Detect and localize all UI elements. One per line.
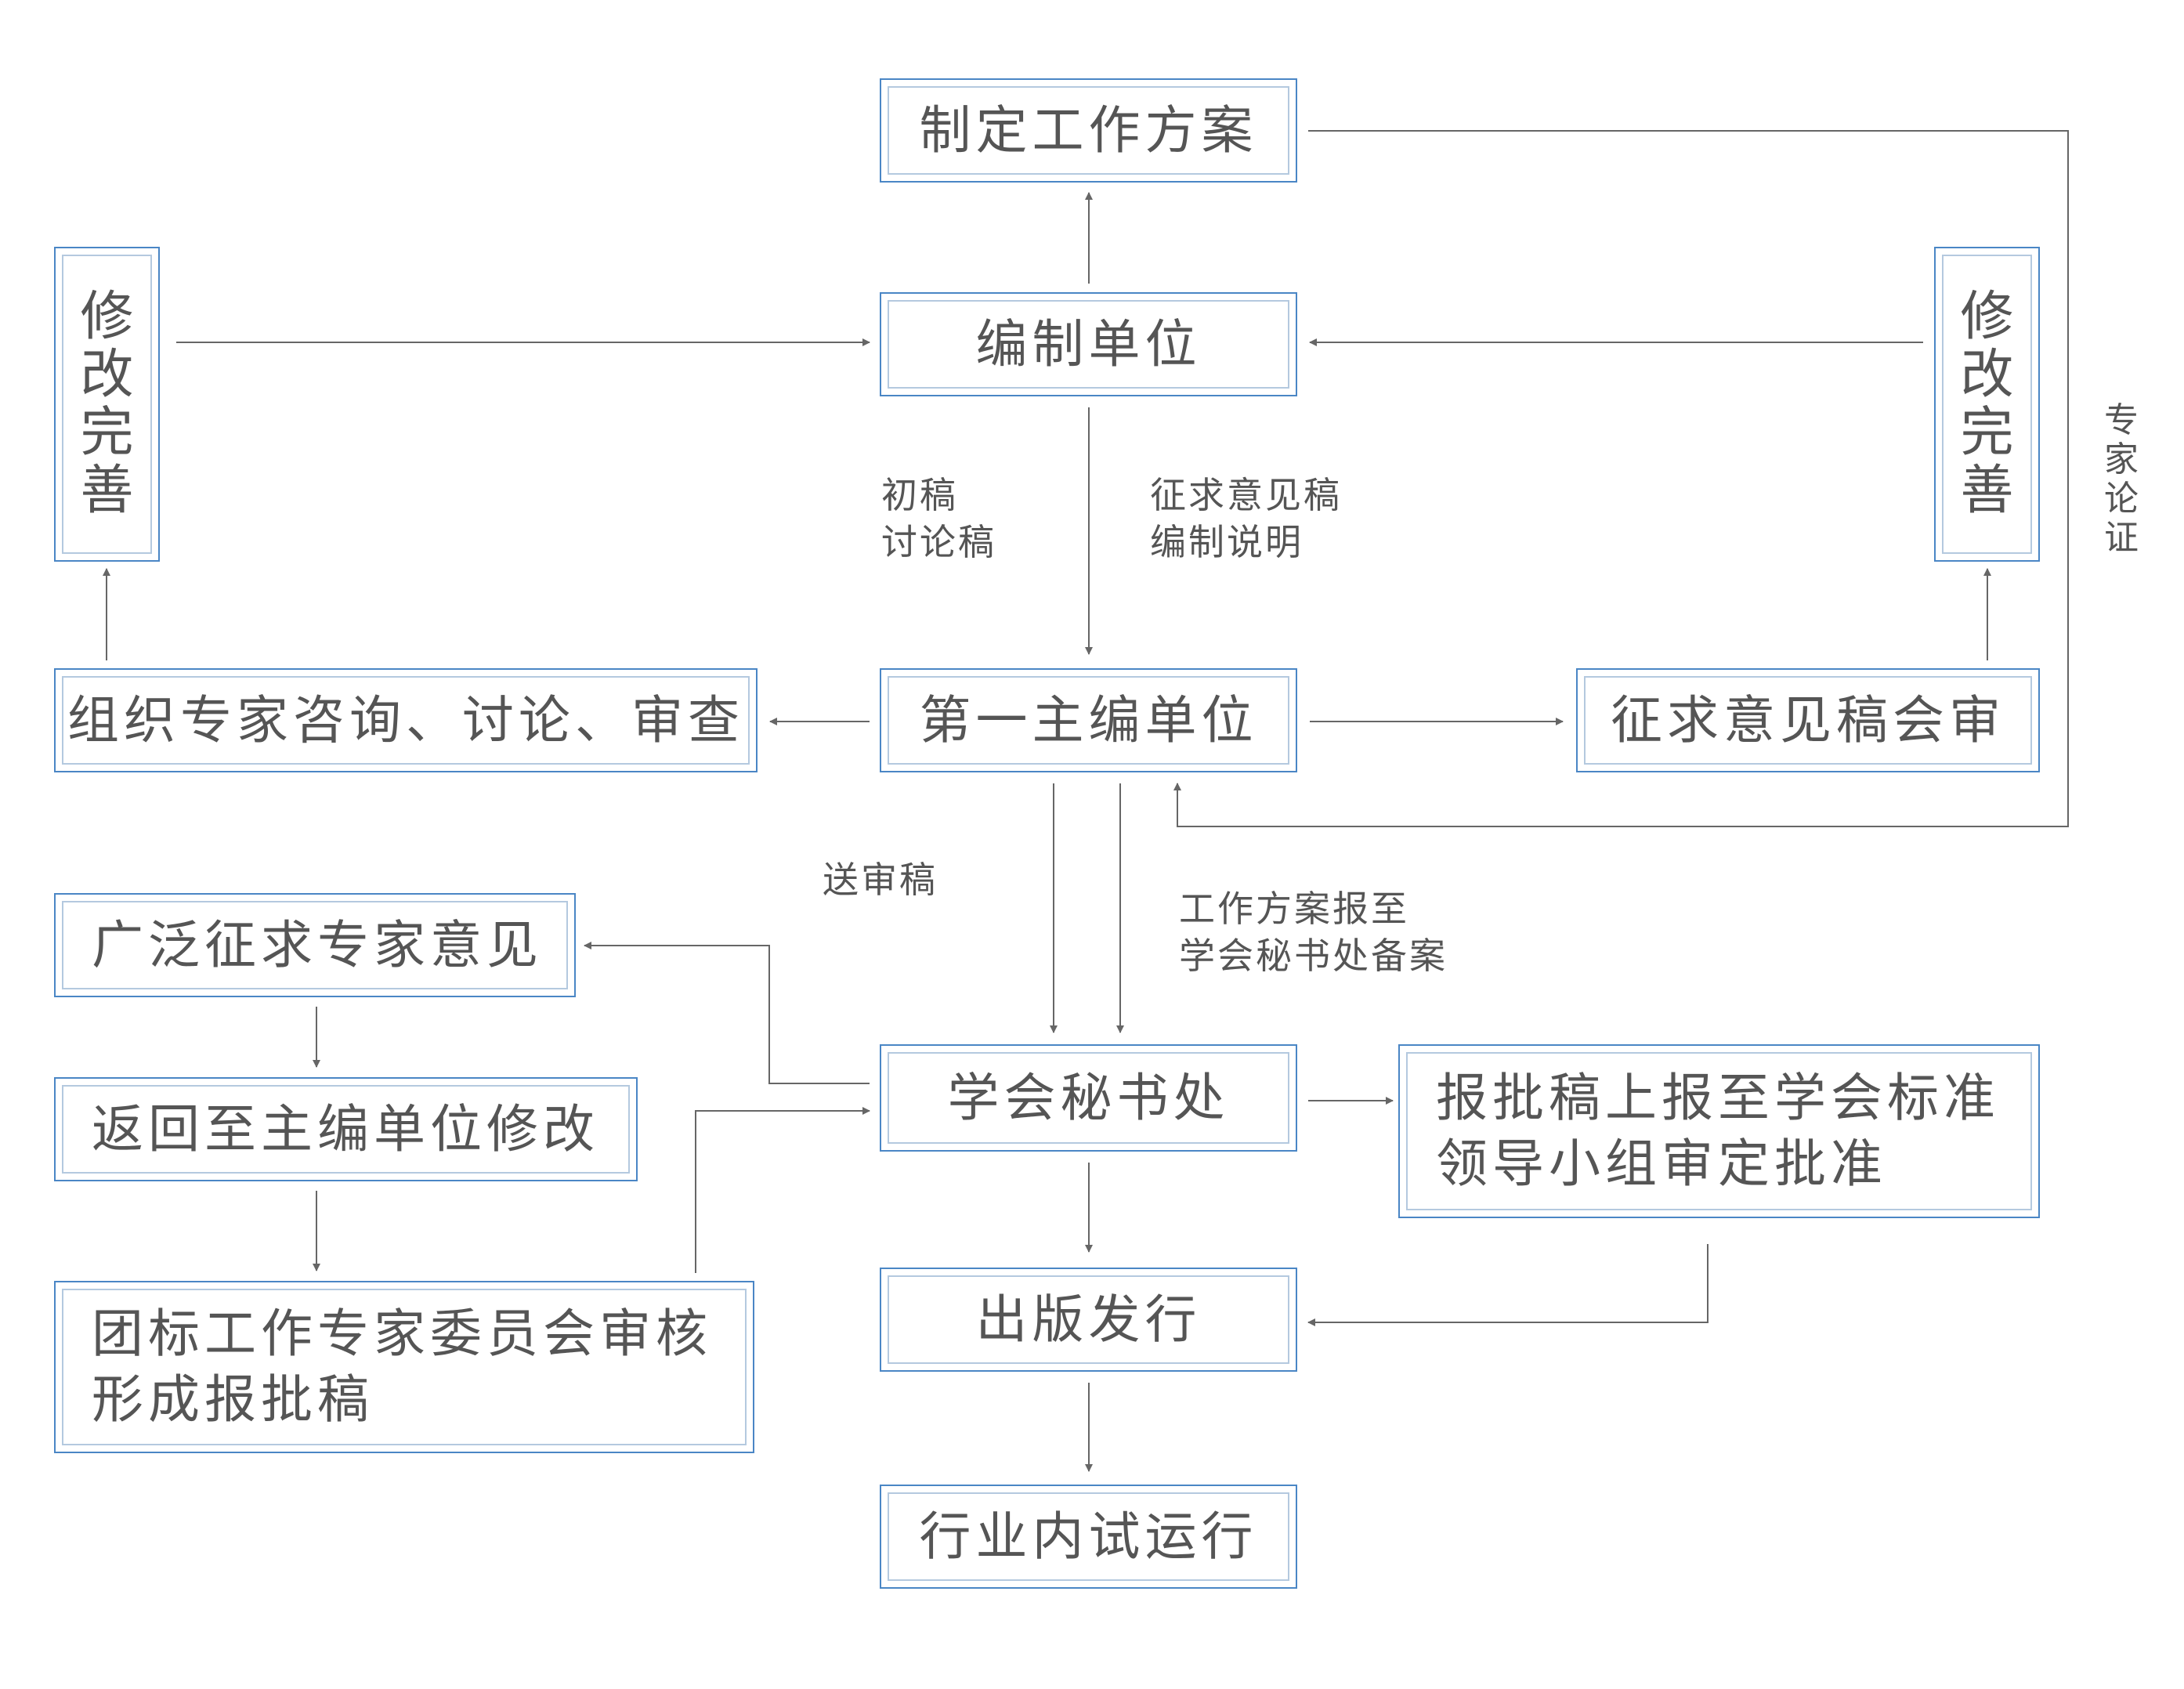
revise-left-box: 修 改 完 善	[54, 247, 160, 562]
edge-label-expert-argument: 专 家 论 证	[2102, 401, 2141, 558]
drafting-unit-label: 编制单位	[975, 313, 1202, 374]
secretariat-label: 学会秘书处	[947, 1067, 1230, 1128]
edge-label-expert-argument-char: 家	[2104, 439, 2139, 479]
arrow-plan-expert-argument-loop	[1173, 130, 2069, 827]
edge-label-filing-line: 学会秘书处备案	[1179, 935, 1448, 977]
revise-left-char: 完	[80, 402, 134, 464]
comment-review-box: 征求意见稿会审	[1576, 668, 2040, 772]
edge-label-draft-line: 讨论稿	[881, 521, 996, 563]
comment-review-label: 征求意见稿会审	[1611, 689, 2005, 750]
edge-label-expert-argument-char: 证	[2104, 518, 2139, 558]
edge-label-comment-draft-line: 征求意见稿	[1150, 474, 1342, 516]
trial-label: 行业内试运行	[919, 1506, 1258, 1567]
edge-label-expert-argument-char: 专	[2104, 400, 2139, 440]
approval-line: 报批稿上报至学会标准	[1436, 1068, 2000, 1128]
revise-right-char: 完	[1960, 402, 2014, 464]
edge-label-filing-line: 工作方案报至	[1179, 888, 1409, 930]
edge-label-comment-draft: 征求意见稿 编制说明	[1150, 472, 1342, 566]
return-editor-label: 返回至主编单位修改	[92, 1098, 599, 1159]
edge-label-submit: 送审稿	[823, 856, 938, 903]
revise-right-char: 改	[1960, 344, 2014, 406]
arrow-approval-to-publish	[1307, 1244, 1709, 1326]
revise-right-char: 修	[1960, 286, 2014, 348]
revise-right-box: 修 改 完 善	[1934, 247, 2040, 562]
revise-left-char: 修	[80, 286, 134, 348]
expert-review-box: 组织专家咨询、讨论、审查	[54, 668, 758, 772]
arrow-secretariat-to-solicit-experts	[584, 942, 870, 1084]
revise-left-char: 善	[80, 460, 134, 522]
revise-right-char: 善	[1960, 460, 2014, 522]
committee-review-line: 团标工作专家委员会审核	[92, 1304, 712, 1364]
solicit-experts-box: 广泛征求专家意见	[54, 893, 576, 997]
plan-box: 制定工作方案	[880, 78, 1297, 183]
first-editor-label: 第一主编单位	[919, 689, 1258, 750]
publish-label: 出版发行	[975, 1289, 1202, 1350]
edge-label-comment-draft-line: 编制说明	[1150, 521, 1304, 563]
edge-label-filing: 工作方案报至 学会秘书处备案	[1179, 885, 1448, 979]
edge-label-draft: 初稿 讨论稿	[881, 472, 996, 566]
solicit-experts-label: 广泛征求专家意见	[92, 914, 543, 975]
approval-box: 报批稿上报至学会标准 领导小组审定批准	[1398, 1044, 2040, 1218]
publish-box: 出版发行	[880, 1268, 1297, 1372]
arrow-committee-to-secretariat	[695, 1107, 870, 1273]
first-editor-box: 第一主编单位	[880, 668, 1297, 772]
plan-label: 制定工作方案	[919, 99, 1258, 161]
edge-label-expert-argument-char: 论	[2104, 479, 2139, 519]
committee-review-line: 形成报批稿	[92, 1369, 374, 1430]
return-editor-box: 返回至主编单位修改	[54, 1077, 638, 1181]
secretariat-box: 学会秘书处	[880, 1044, 1297, 1152]
expert-review-label: 组织专家咨询、讨论、审查	[67, 689, 744, 750]
edge-label-submit-text: 送审稿	[823, 859, 938, 901]
approval-line: 领导小组审定批准	[1436, 1134, 1887, 1194]
edge-label-draft-line: 初稿	[881, 474, 958, 516]
trial-box: 行业内试运行	[880, 1485, 1297, 1589]
drafting-unit-box: 编制单位	[880, 292, 1297, 396]
revise-left-char: 改	[80, 344, 134, 406]
committee-review-box: 团标工作专家委员会审核 形成报批稿	[54, 1281, 754, 1453]
